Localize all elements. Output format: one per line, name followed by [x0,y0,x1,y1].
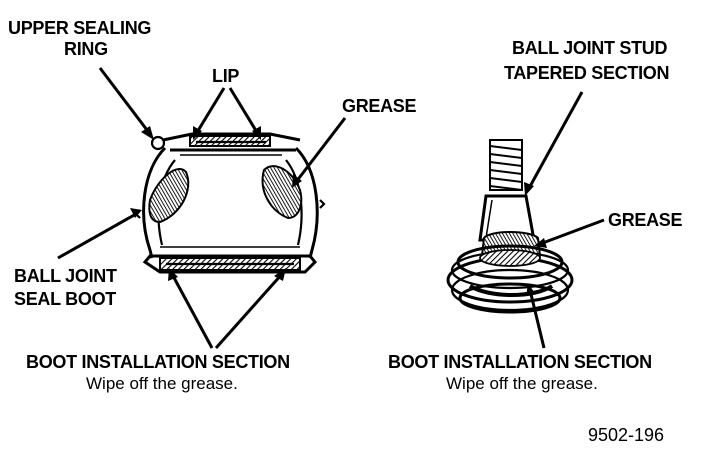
boot-installation-left-label: BOOT INSTALLATION SECTION [26,352,290,372]
figure-code: 9502-196 [588,425,664,445]
grease-left-label: GREASE [342,96,417,116]
ball-joint-seal-boot-label-line2: SEAL BOOT [14,289,116,309]
grease-right-label: GREASE [608,210,683,230]
ball-joint-stud-label-line2: TAPERED SECTION [504,63,669,83]
seal-boot-drawing [134,132,326,274]
lip-label: LIP [212,66,239,86]
ball-joint-seal-boot-label-line1: BALL JOINT [14,266,117,286]
boot-installation-left-note: Wipe off the grease. [86,374,238,393]
boot-installation-right-note: Wipe off the grease. [446,374,598,393]
upper-sealing-ring-label-line2: RING [64,39,108,59]
upper-sealing-ring-label-line1: UPPER SEALING [8,18,151,38]
ball-joint-stud-drawing [446,139,574,314]
boot-installation-right-label: BOOT INSTALLATION SECTION [388,352,652,372]
leader-lines [57,67,605,349]
ball-joint-stud-label-line1: BALL JOINT STUD [512,38,667,58]
